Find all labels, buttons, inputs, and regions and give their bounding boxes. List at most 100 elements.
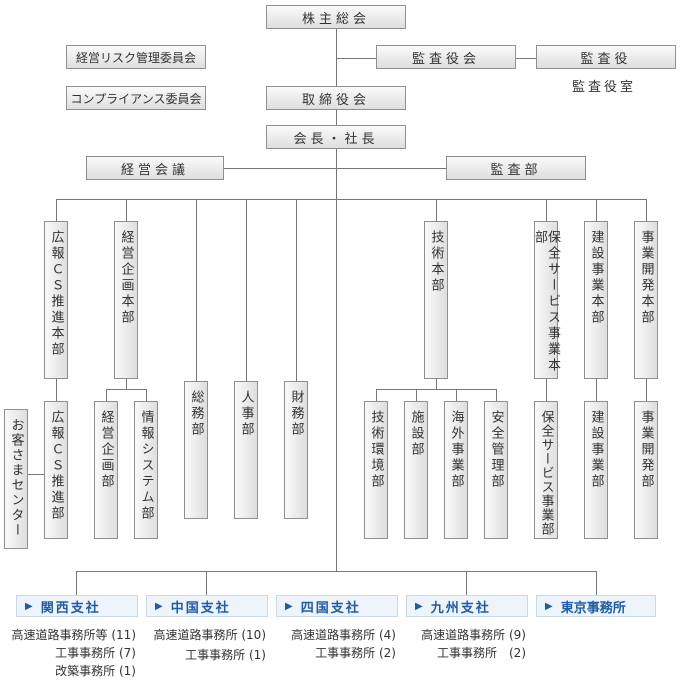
drop [126, 199, 127, 221]
compliance-committee-box: コンプライアンス委員会 [66, 86, 206, 110]
division-label: 経営企画本部 [118, 230, 134, 326]
office-note: 工事事務所 (2) [315, 646, 396, 660]
office-note: 工事事務所 (2) [437, 646, 526, 660]
finance-box: 財務部 [284, 381, 308, 519]
corporate-planning-department-box: 経営企画部 [94, 401, 118, 539]
drop [436, 199, 437, 221]
office-note: 高速道路事務所 (4) [291, 628, 396, 642]
office-note: 高速道路事務所 (10) [153, 628, 266, 642]
drop [246, 199, 247, 381]
sub-connector [436, 379, 437, 389]
sub-connector [106, 389, 107, 401]
meeting-connector [224, 168, 446, 169]
safety-management-department-box: 安全管理部 [484, 401, 508, 539]
drop [196, 199, 197, 381]
office-note: 工事事務所 (7) [55, 646, 136, 660]
customer-connector [28, 474, 44, 475]
department-label: 事業開発部 [638, 410, 654, 490]
sub-connector [56, 379, 57, 401]
triangle-right-icon: ▶ [285, 600, 293, 612]
sub-bus [106, 389, 146, 390]
division-label: 事業開発本部 [638, 230, 654, 326]
division-label: 技術本部 [428, 230, 444, 294]
department-label: 情報システム部 [138, 410, 154, 522]
triangle-right-icon: ▶ [155, 600, 163, 612]
customer-center-box: お客さまセンター [4, 409, 28, 549]
drop [596, 199, 597, 221]
sub-bus [376, 389, 496, 390]
drop [646, 199, 647, 221]
office-note: 高速道路事務所 (9) [421, 628, 526, 642]
division-label: 財務部 [288, 390, 304, 438]
triangle-right-icon: ▶ [25, 600, 33, 612]
division-label: 建設事業本部 [588, 230, 604, 326]
department-label: 経営企画部 [98, 410, 114, 490]
branch-label: 東京事務所 [560, 600, 626, 616]
branch-tokyo[interactable]: ▶ 東京事務所 [536, 595, 656, 617]
management-meeting-box: 経営会議 [86, 156, 224, 180]
sub-connector [456, 389, 457, 401]
branch-label: 四国支社 [300, 600, 361, 616]
division-label: 人事部 [238, 390, 254, 438]
audit-department-box: 監査部 [446, 156, 586, 180]
department-label: 建設事業部 [588, 410, 604, 490]
sub-connector [546, 379, 547, 401]
sub-connector [146, 389, 147, 401]
division-business-development: 事業開発本部 [634, 221, 658, 379]
branch-drop [76, 571, 77, 595]
shareholders-meeting-box: 株主総会 [266, 5, 406, 29]
risk-committee-box: 経営リスク管理委員会 [66, 45, 206, 69]
division-label: 総務部 [188, 390, 204, 438]
triangle-right-icon: ▶ [545, 600, 553, 612]
department-label: 施設部 [408, 410, 424, 458]
drop [296, 199, 297, 381]
pr-cs-department-box: 広報ＣＳ推進部 [44, 401, 68, 539]
board-of-auditors-box: 監査役会 [376, 45, 516, 69]
branch-label: 九州支社 [430, 600, 491, 616]
drop [546, 199, 547, 221]
branch-kyushu[interactable]: ▶ 九州支社 [406, 595, 528, 617]
customer-center-label: お客さまセンター [8, 418, 24, 538]
sub-connector [496, 389, 497, 401]
division-engineering: 技術本部 [424, 221, 448, 379]
board-of-directors-box: 取締役会 [266, 86, 406, 110]
department-label: 海外事業部 [448, 410, 464, 490]
department-label: 技術環境部 [368, 410, 384, 490]
hr-box: 人事部 [234, 381, 258, 519]
division-construction: 建設事業本部 [584, 221, 608, 379]
triangle-right-icon: ▶ [415, 600, 423, 612]
branch-kansai[interactable]: ▶ 関西支社 [16, 595, 138, 617]
branch-label: 中国支社 [170, 600, 231, 616]
department-label: 保全サービス事業部 [538, 410, 554, 536]
branch-drop [466, 571, 467, 595]
office-note: 工事事務所 (1) [185, 648, 266, 662]
overseas-business-department-box: 海外事業部 [444, 401, 468, 539]
branch-drop [596, 571, 597, 595]
branch-chugoku[interactable]: ▶ 中国支社 [146, 595, 268, 617]
sub-connector [126, 379, 127, 389]
general-affairs-box: 総務部 [184, 381, 208, 519]
branch-drop [206, 571, 207, 595]
main-trunk [336, 29, 337, 571]
auditor-office-label: 監査役室 [572, 80, 637, 95]
drop [56, 199, 57, 221]
division-label: 広報ＣＳ推進本部 [48, 230, 64, 358]
office-note: 高速道路事務所等 (11) [11, 628, 136, 642]
chairman-president-box: 会長・社長 [266, 125, 406, 149]
business-development-department-box: 事業開発部 [634, 401, 658, 539]
technical-environment-department-box: 技術環境部 [364, 401, 388, 539]
information-systems-department-box: 情報システム部 [134, 401, 158, 539]
department-label: 広報ＣＳ推進部 [48, 410, 64, 522]
branch-label: 関西支社 [40, 600, 101, 616]
division-bus [56, 199, 647, 200]
department-label: 安全管理部 [488, 410, 504, 490]
sub-connector [376, 389, 377, 401]
division-label: 保全サービス事業本部 [532, 230, 560, 374]
sub-connector [646, 379, 647, 401]
division-corporate-planning: 経営企画本部 [114, 221, 138, 379]
construction-department-box: 建設事業部 [584, 401, 608, 539]
branch-shikoku[interactable]: ▶ 四国支社 [276, 595, 398, 617]
division-maintenance-service: 保全サービス事業本部 [532, 221, 560, 379]
office-note: 改築事務所 (1) [55, 664, 136, 678]
division-pr-cs: 広報ＣＳ推進本部 [44, 221, 68, 379]
